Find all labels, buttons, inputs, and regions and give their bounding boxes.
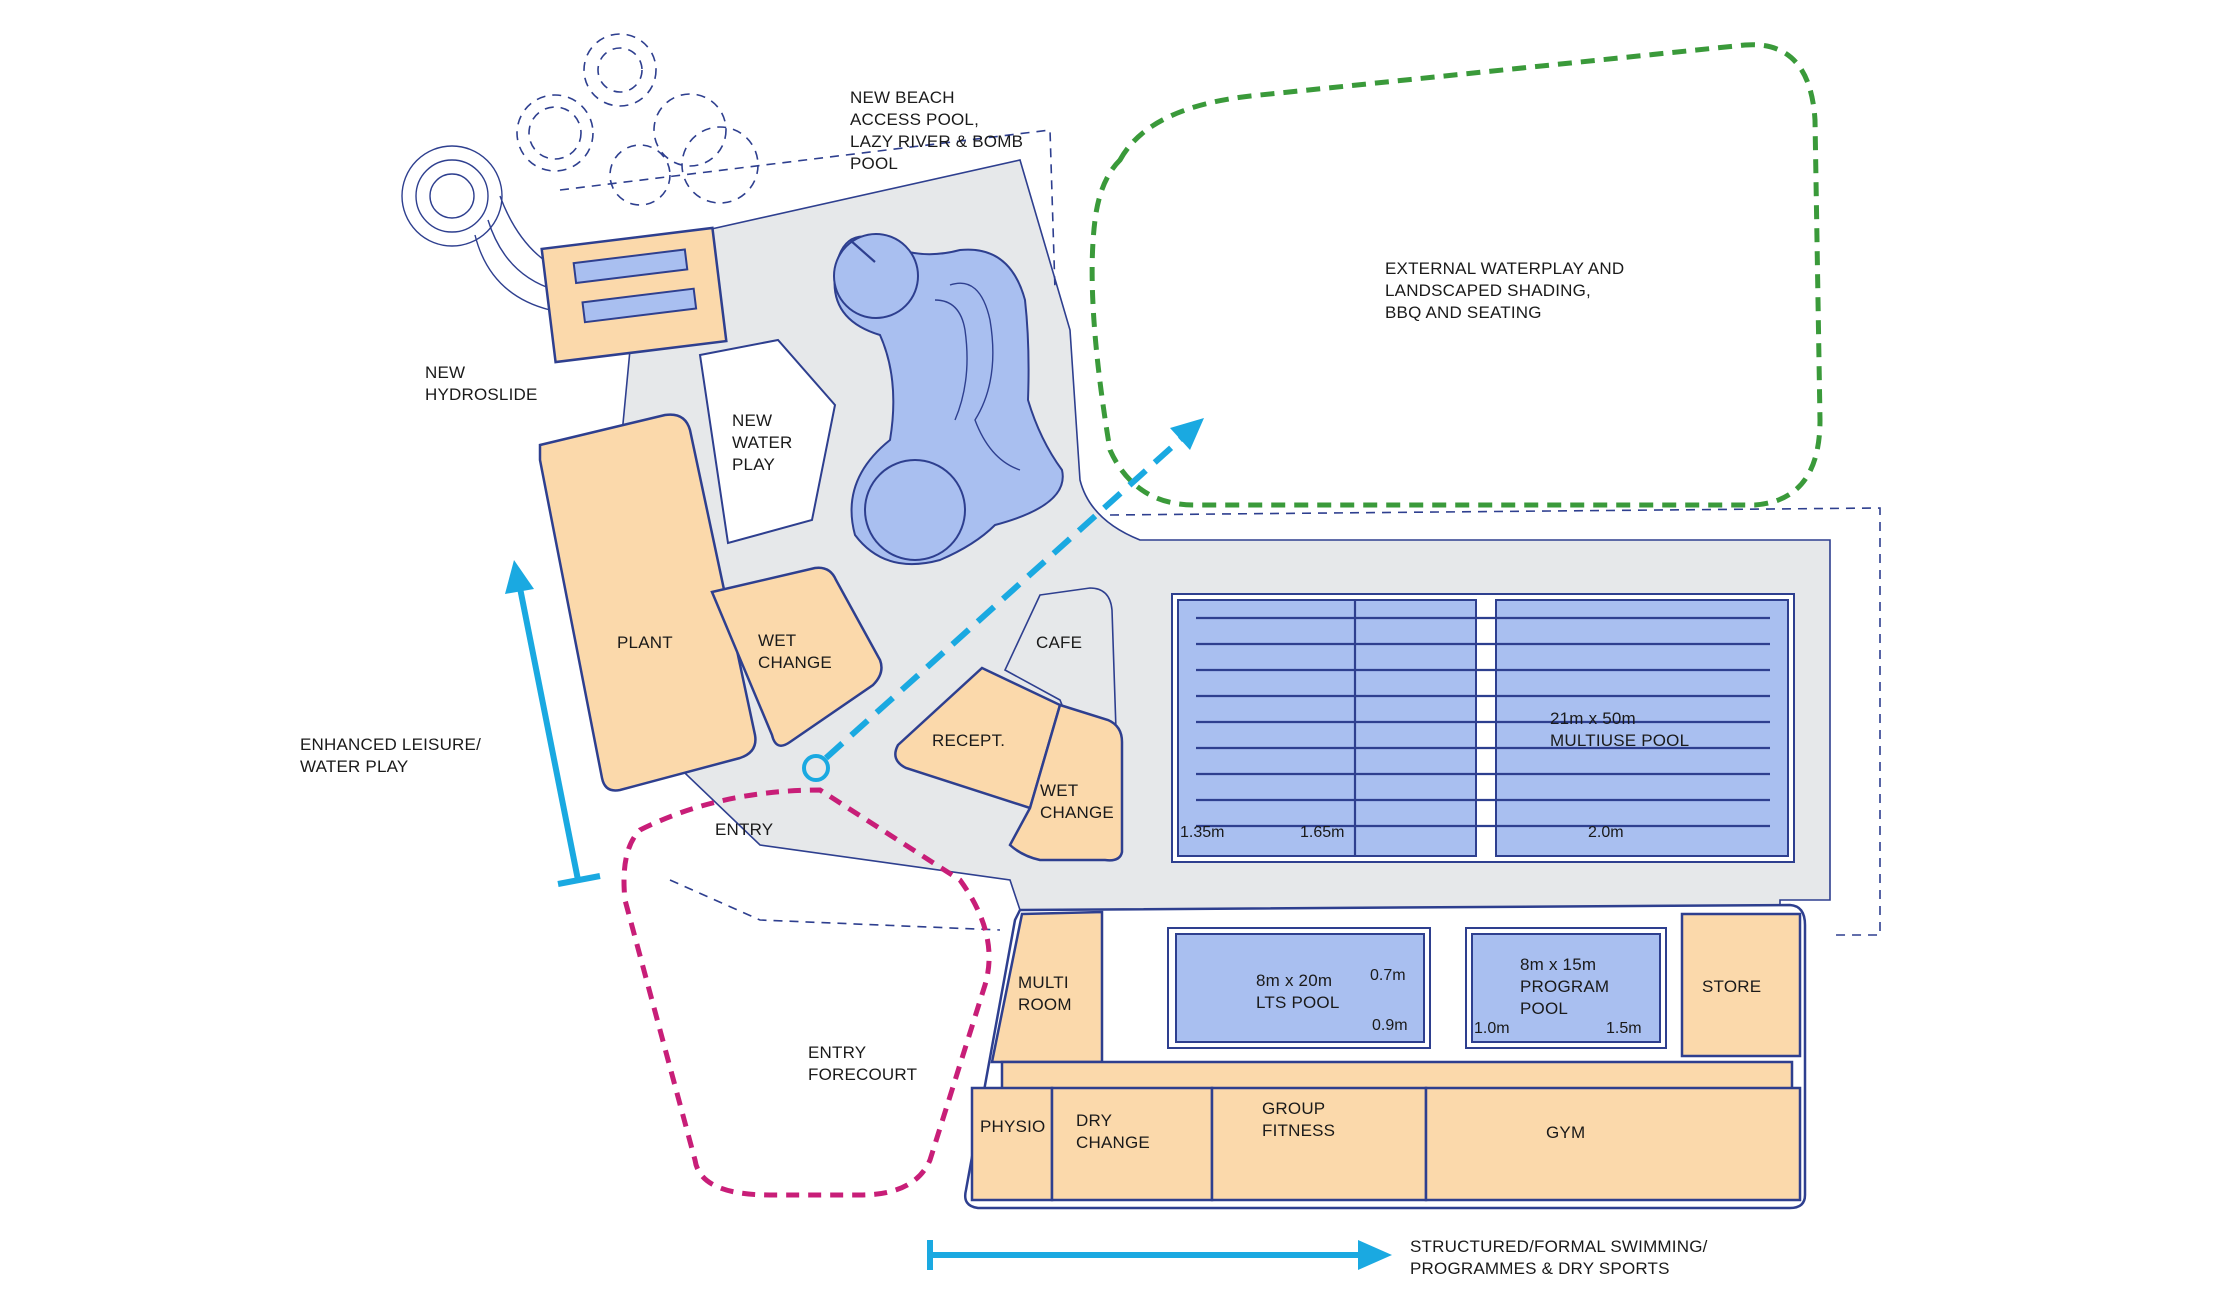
svg-text:HYDROSLIDE: HYDROSLIDE <box>425 385 538 404</box>
svg-text:NEW BEACH: NEW BEACH <box>850 88 955 107</box>
svg-text:8m x 20m: 8m x 20m <box>1256 971 1332 990</box>
svg-text:POOL: POOL <box>1520 999 1568 1018</box>
wet-change-central <box>1008 703 1124 862</box>
east-dashed-edge <box>1109 507 1881 936</box>
svg-text:CHANGE: CHANGE <box>1076 1133 1150 1152</box>
svg-text:LTS POOL: LTS POOL <box>1256 993 1339 1012</box>
label-program-pool: 8m x 15m PROGRAM POOL <box>1520 955 1609 1018</box>
label-dry-change: DRY CHANGE <box>1076 1111 1150 1152</box>
south-dashed-edge <box>669 879 1001 931</box>
label-gym: GYM <box>1546 1123 1585 1142</box>
label-wet-change-central: WET CHANGE <box>1040 781 1114 822</box>
label-entry-forecourt: ENTRY FORECOURT <box>808 1043 917 1084</box>
depth-label-2: 1.65m <box>1300 824 1344 841</box>
label-wet-change-west: WET CHANGE <box>758 631 832 672</box>
label-cafe: CAFE <box>1036 633 1082 652</box>
gym-room <box>1424 1086 1802 1202</box>
svg-text:ENTRY: ENTRY <box>808 1043 866 1062</box>
label-plant: PLANT <box>617 633 673 652</box>
lane-lines <box>1184 616 1770 975</box>
svg-text:MULTI: MULTI <box>1018 973 1069 992</box>
prog-depth-1: 1.0m <box>1474 1020 1510 1037</box>
svg-text:ACCESS POOL,: ACCESS POOL, <box>850 110 979 129</box>
dry-change-room <box>1050 1086 1214 1202</box>
svg-text:PROGRAM: PROGRAM <box>1520 977 1609 996</box>
label-group-fitness: GROUP FITNESS <box>1262 1099 1335 1140</box>
svg-text:LANDSCAPED SHADING,: LANDSCAPED SHADING, <box>1385 281 1591 300</box>
svg-text:ENHANCED LEISURE/: ENHANCED LEISURE/ <box>300 735 481 754</box>
svg-text:EXTERNAL WATERPLAY AND: EXTERNAL WATERPLAY AND <box>1385 259 1624 278</box>
label-multi-room: MULTI ROOM <box>1018 973 1072 1014</box>
multiuse-pool <box>1171 593 1795 863</box>
lts-pool <box>1175 933 1425 1043</box>
lts-depth-2: 0.9m <box>1372 1017 1408 1034</box>
svg-text:PLAY: PLAY <box>732 455 775 474</box>
physio-room <box>970 1086 1054 1202</box>
svg-text:WATER: WATER <box>732 433 793 452</box>
svg-text:GROUP: GROUP <box>1262 1099 1325 1118</box>
prog-depth-2: 1.5m <box>1606 1020 1642 1037</box>
label-hydroslide: NEW HYDROSLIDE <box>425 363 538 404</box>
label-external-waterplay: EXTERNAL WATERPLAY AND LANDSCAPED SHADIN… <box>1385 259 1624 322</box>
svg-text:ROOM: ROOM <box>1018 995 1072 1014</box>
structured-swimming-arrow <box>927 1240 1392 1270</box>
svg-text:CHANGE: CHANGE <box>1040 803 1114 822</box>
depth-label-1: 1.35m <box>1180 824 1224 841</box>
svg-text:NEW: NEW <box>425 363 465 382</box>
north-deck-dashed-edge <box>559 129 1056 291</box>
label-physio: PHYSIO <box>980 1117 1045 1136</box>
depth-label-3: 2.0m <box>1588 824 1624 841</box>
svg-text:POOL: POOL <box>850 154 898 173</box>
external-waterplay-zone <box>1089 42 1823 508</box>
water-play-area <box>698 338 837 545</box>
svg-text:21m x 50m: 21m x 50m <box>1550 709 1636 728</box>
hydroslide-icon <box>401 33 759 311</box>
entry-forecourt-zone <box>621 787 992 1198</box>
reception <box>894 666 1062 810</box>
group-fitness-room <box>1210 1086 1428 1202</box>
svg-text:PROGRAMMES & DRY SPORTS: PROGRAMMES & DRY SPORTS <box>1410 1259 1670 1278</box>
svg-text:WET: WET <box>758 631 796 650</box>
corridor <box>1000 1060 1794 1092</box>
plant-room <box>538 413 757 792</box>
lts-depth-1: 0.7m <box>1370 967 1406 984</box>
slide-platform <box>540 226 728 364</box>
svg-text:CHANGE: CHANGE <box>758 653 832 672</box>
svg-text:WET: WET <box>1040 781 1078 800</box>
svg-text:WATER PLAY: WATER PLAY <box>300 757 408 776</box>
svg-text:FITNESS: FITNESS <box>1262 1121 1335 1140</box>
label-multiuse-pool: 21m x 50m MULTIUSE POOL <box>1550 709 1689 750</box>
wet-change-west <box>710 566 883 747</box>
label-store: STORE <box>1702 977 1761 996</box>
label-structured: STRUCTURED/FORMAL SWIMMING/ PROGRAMMES &… <box>1410 1237 1708 1278</box>
label-lts-pool: 8m x 20m LTS POOL <box>1256 971 1339 1012</box>
svg-text:LAZY RIVER & BOMB: LAZY RIVER & BOMB <box>850 132 1023 151</box>
svg-text:FORECOURT: FORECOURT <box>808 1065 917 1084</box>
label-new-beach: NEW BEACH ACCESS POOL, LAZY RIVER & BOMB… <box>850 88 1023 173</box>
entry-to-external-arrow <box>802 418 1204 782</box>
program-pool <box>1471 933 1661 1043</box>
svg-text:STRUCTURED/FORMAL SWIMMING/: STRUCTURED/FORMAL SWIMMING/ <box>1410 1237 1708 1256</box>
label-water-play: NEW WATER PLAY <box>732 411 793 474</box>
label-enhanced-leisure: ENHANCED LEISURE/ WATER PLAY <box>300 735 481 776</box>
svg-text:MULTIUSE POOL: MULTIUSE POOL <box>1550 731 1689 750</box>
svg-text:BBQ AND SEATING: BBQ AND SEATING <box>1385 303 1542 322</box>
svg-text:NEW: NEW <box>732 411 772 430</box>
label-entry: ENTRY <box>715 820 773 839</box>
enhanced-leisure-arrow <box>505 560 601 887</box>
svg-text:DRY: DRY <box>1076 1111 1112 1130</box>
store-room <box>1680 912 1802 1058</box>
svg-text:8m x 15m: 8m x 15m <box>1520 955 1596 974</box>
leisure-pool <box>833 233 1064 566</box>
label-reception: RECEPT. <box>932 731 1005 750</box>
